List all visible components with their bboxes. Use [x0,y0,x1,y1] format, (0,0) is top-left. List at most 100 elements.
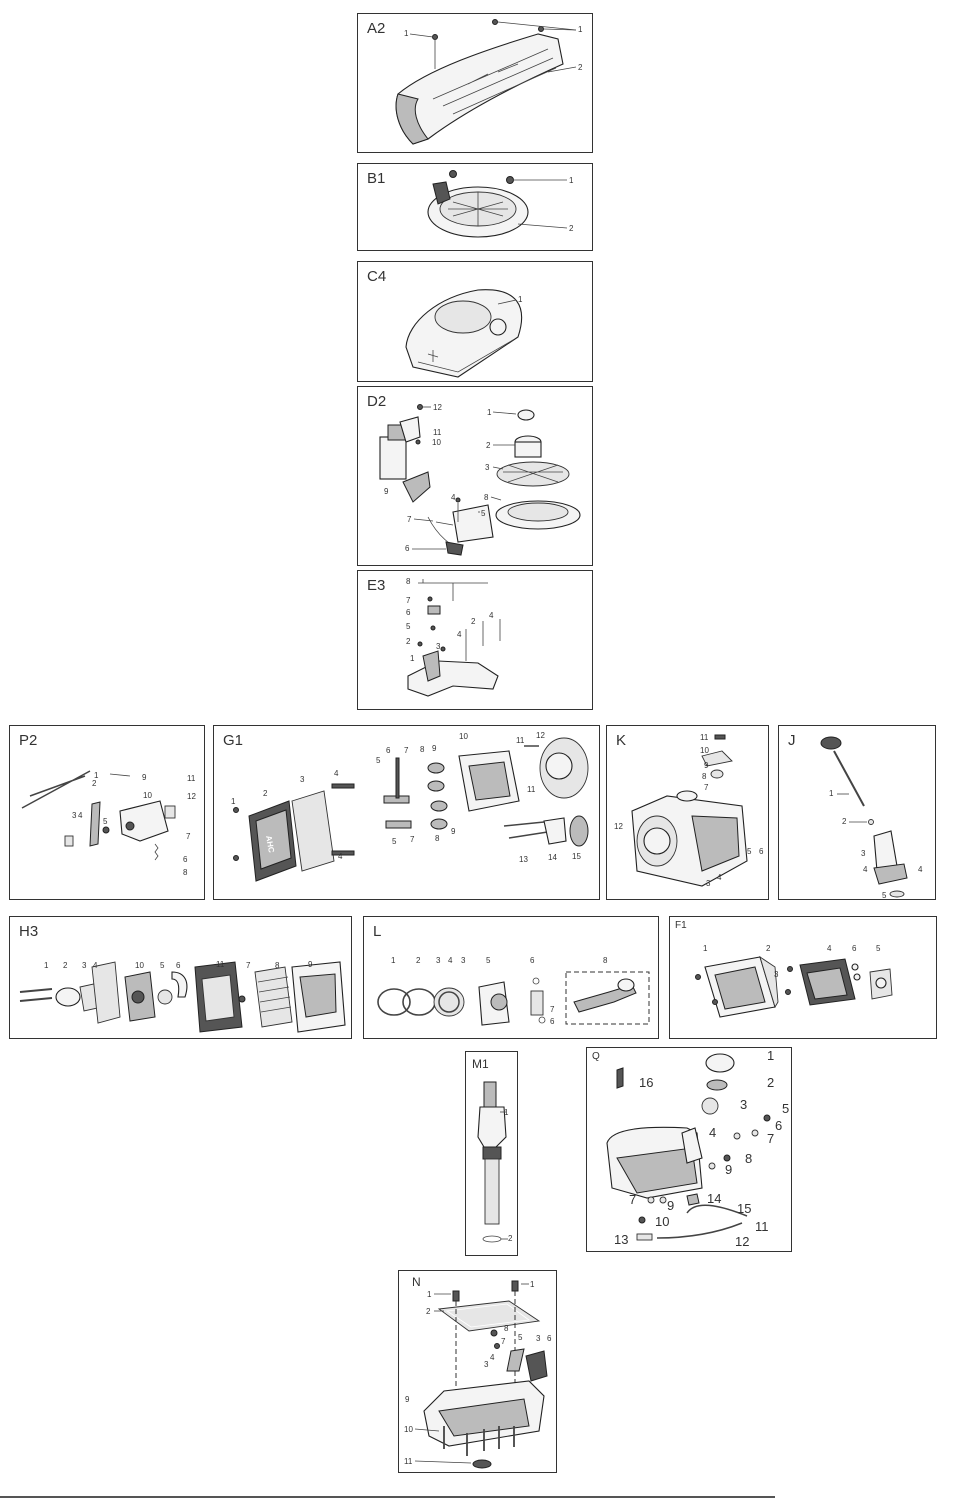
rocker-arms [383,757,412,829]
panel-m1: M1 1 2 [465,1051,518,1256]
engine-top-cover [395,33,564,145]
callout: 5 [406,622,411,631]
panel-title: A2 [367,20,386,37]
callout: 5 [481,509,486,518]
flywheel-nut [517,409,535,421]
electric-starter [379,436,407,480]
callout: 4 [448,956,453,965]
callout: 9 [142,773,147,782]
callout: 1 [578,25,583,34]
callout: 1 [487,408,492,417]
callout: 3 [706,879,711,888]
fuel-valve [686,1193,700,1206]
callout: 2 [263,789,268,798]
callout: 4 [78,811,83,820]
callout: 6 [176,961,181,970]
starter-bracket [402,471,431,503]
callout: 1 [703,944,708,953]
callout: 11 [527,785,536,794]
callout: 9 [451,827,456,836]
panel-k: K 11 10 9 8 7 12 5 6 3 4 [606,725,769,900]
cam-gear [569,815,589,847]
footer-rule [0,1496,775,1498]
callout: 11 [755,1219,769,1234]
spark-plug [445,541,464,556]
insulator [55,987,81,1007]
callout: 14 [707,1191,721,1206]
panel-title: J [788,732,796,749]
callout: 2 [406,637,411,646]
exploded-view: 1 1 2 [395,19,583,145]
callout: 1 [410,654,415,663]
callout: 6 [405,544,410,553]
callout: 10 [432,438,441,447]
callout: 3 [72,811,77,820]
callout: 1 [829,789,834,798]
callout: 8 [484,493,489,502]
panel-g1: G1 AHC 10 12 11 6 7 8 [213,725,600,900]
callout: 9 [384,487,389,496]
callout: 5 [876,944,881,953]
callout: 7 [767,1131,774,1146]
oil-seal [472,1459,492,1469]
callout: 8 [183,868,188,877]
callout: 1 [391,956,396,965]
callout: 7 [186,832,191,841]
callout: 9 [725,1162,732,1177]
panel-n: N 1 1 2 8 7 5 3 6 4 3 9 [398,1270,557,1473]
callout: 1 [767,1048,774,1063]
exploded-view: 12 11 10 9 1 2 3 4 8 5 7 6 [379,403,581,556]
callout: 11 [516,736,525,745]
callout: 3 [774,970,779,979]
callout: 7 [550,1005,555,1014]
callout: 9 [405,1395,410,1404]
callout: 14 [548,853,557,862]
callout: 10 [459,732,468,741]
crankshaft [477,1106,507,1148]
callout: 4 [918,865,923,874]
panel-title: P2 [19,732,38,749]
callout: 3 [536,1334,541,1343]
dipstick [833,750,865,807]
exploded-view: 1 2 3 4 3 5 6 7 6 8 [377,956,650,1026]
callout: 5 [518,1333,523,1342]
panel-title: B1 [367,170,386,187]
callout: 7 [704,783,709,792]
callout: 1 [569,176,574,185]
exploded-view: 11 10 9 8 7 12 5 6 3 4 [614,733,764,888]
callout: 13 [614,1232,628,1247]
callout: 3 [484,1360,489,1369]
studs [19,988,53,1002]
panel-title: K [616,732,627,749]
throttle-rod [21,770,91,809]
callout: 3 [436,642,441,651]
panel-title: C4 [367,268,387,285]
callout: 3 [300,775,305,784]
callout: 6 [386,746,391,755]
breather-tube [171,971,188,998]
callout: 12 [536,731,545,740]
callout: 5 [103,817,108,826]
callout: 12 [735,1234,749,1249]
bolts [331,783,355,856]
callout: 16 [639,1075,653,1090]
callout: 6 [547,1334,552,1343]
callout: 4 [490,1353,495,1362]
callout: 4 [863,865,868,874]
callout: 6 [530,956,535,965]
fuel-cap [705,1053,735,1073]
callout: 1 [231,797,236,806]
callout: 11 [216,960,225,969]
crankcase-cover-gasket [437,1300,541,1332]
callout: 8 [745,1151,752,1166]
callout: 7 [407,515,412,524]
callout: 5 [747,847,752,856]
callout: 2 [767,1075,774,1090]
panel-b1: B1 1 2 [357,163,593,251]
callout: 12 [433,403,442,412]
callout: 4 [338,852,343,861]
wire-harness [418,579,488,601]
bolts [695,966,793,1005]
panel-title: F1 [675,920,687,931]
exploded-view: AHC 10 12 11 6 7 8 9 5 4 [231,731,589,882]
